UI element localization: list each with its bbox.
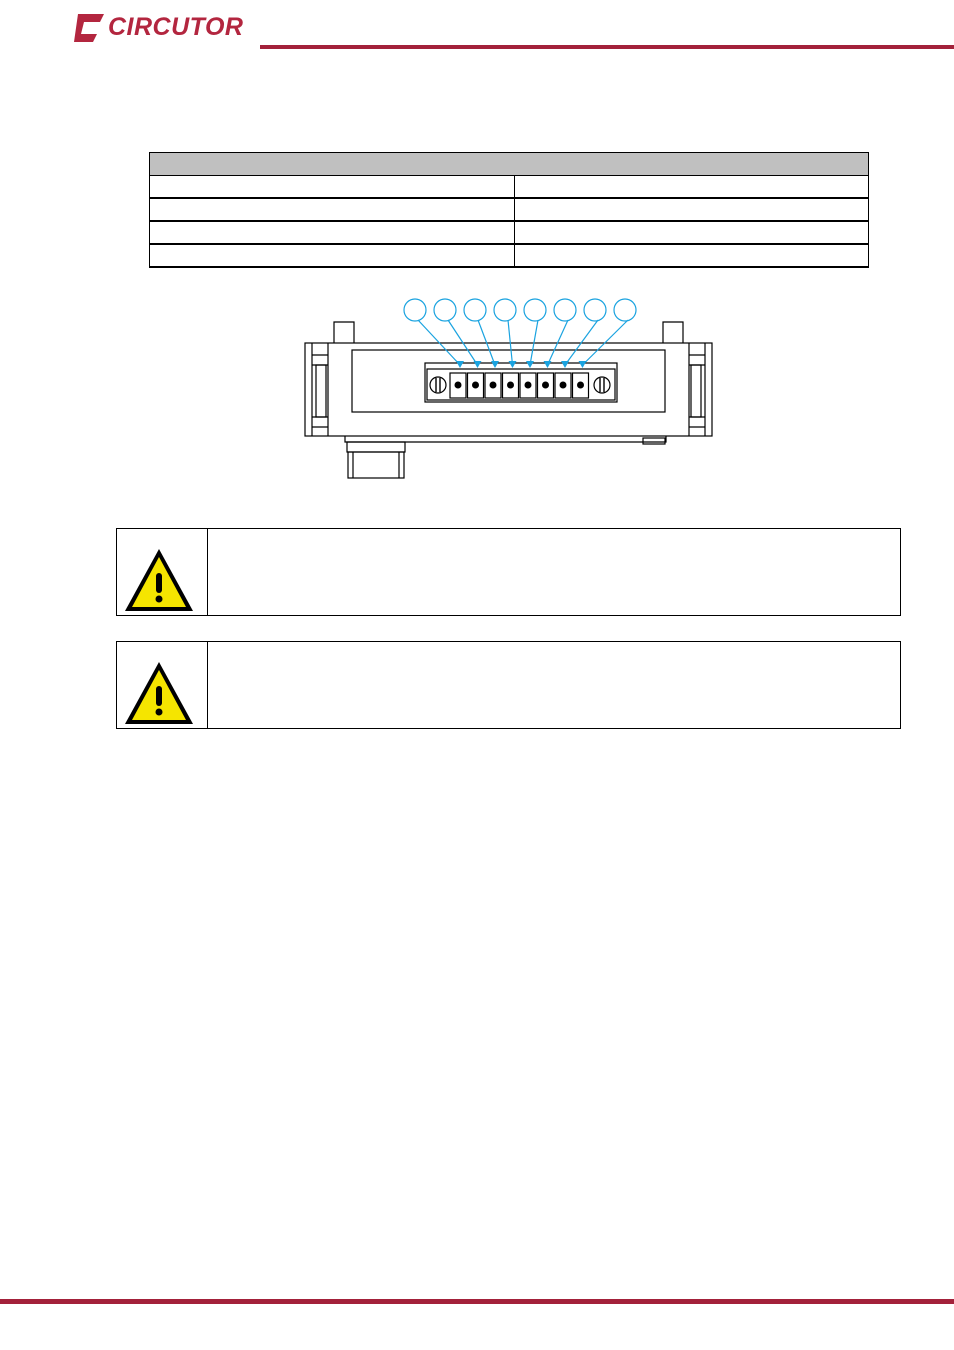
warning-icon-cell (117, 642, 208, 728)
table-cell (149, 221, 515, 245)
callout-arrowhead (578, 361, 587, 368)
callout-circle (613, 298, 637, 322)
terminal-pin-hole (577, 381, 584, 389)
terminal-pin-hole (542, 381, 549, 389)
callout-arrowhead (491, 361, 499, 368)
table-cell (149, 244, 515, 268)
header-rule (260, 45, 954, 49)
callout-leader (582, 319, 629, 366)
circutor-logo-mark (74, 14, 104, 42)
table-cell (514, 221, 869, 245)
terminal-table (149, 152, 869, 268)
callout-arrowhead (561, 361, 569, 368)
callout-circle (583, 298, 607, 322)
table-cell (514, 175, 869, 199)
warning-triangle-icon (125, 549, 193, 611)
callout-arrowhead (473, 361, 482, 368)
footer-rule (0, 1299, 954, 1304)
callout-circle (523, 298, 547, 322)
terminal-pins (449, 372, 590, 399)
callout-circle (463, 298, 487, 322)
table-row (149, 221, 869, 245)
screw-left-icon (429, 376, 447, 394)
callout-circle (493, 298, 517, 322)
callout-leader (529, 319, 539, 366)
callout-arrowhead (526, 361, 534, 368)
callout-arrowhead (456, 361, 464, 368)
terminal-pin-hole (489, 381, 497, 389)
terminal-pin-hole (507, 381, 514, 389)
table-cell (514, 198, 869, 222)
terminal-pin-hole (454, 381, 462, 389)
table-row (149, 175, 869, 199)
screw-right-icon (593, 376, 611, 394)
table-cell (149, 175, 515, 199)
callout-arrowhead (508, 361, 517, 368)
terminal-callouts (403, 298, 637, 368)
callout-arrowhead (543, 361, 552, 368)
callout-leader (447, 319, 479, 366)
terminal-pin-hole (472, 381, 479, 389)
warning-icon-cell (117, 529, 208, 615)
table-cell (514, 244, 869, 268)
callout-leader (477, 319, 496, 366)
callout-leader (546, 319, 569, 366)
warning-box (116, 641, 901, 729)
terminal-pin-hole (524, 381, 532, 389)
callout-leader (564, 319, 599, 366)
callout-circle (433, 298, 457, 322)
warning-triangle-icon (125, 662, 193, 724)
connector-diagram (304, 298, 713, 479)
brand-wordmark: CIRCUTOR (108, 13, 244, 41)
warning-box (116, 528, 901, 616)
callout-circle (553, 298, 577, 322)
callout-leader (417, 319, 461, 366)
table-header (149, 152, 869, 176)
callout-leader (507, 319, 514, 366)
callout-circle (403, 298, 427, 322)
terminal-pin-hole (559, 381, 567, 389)
table-row (149, 198, 869, 222)
circutor-logo (70, 10, 250, 50)
table-cell (149, 198, 515, 222)
table-row (149, 244, 869, 268)
